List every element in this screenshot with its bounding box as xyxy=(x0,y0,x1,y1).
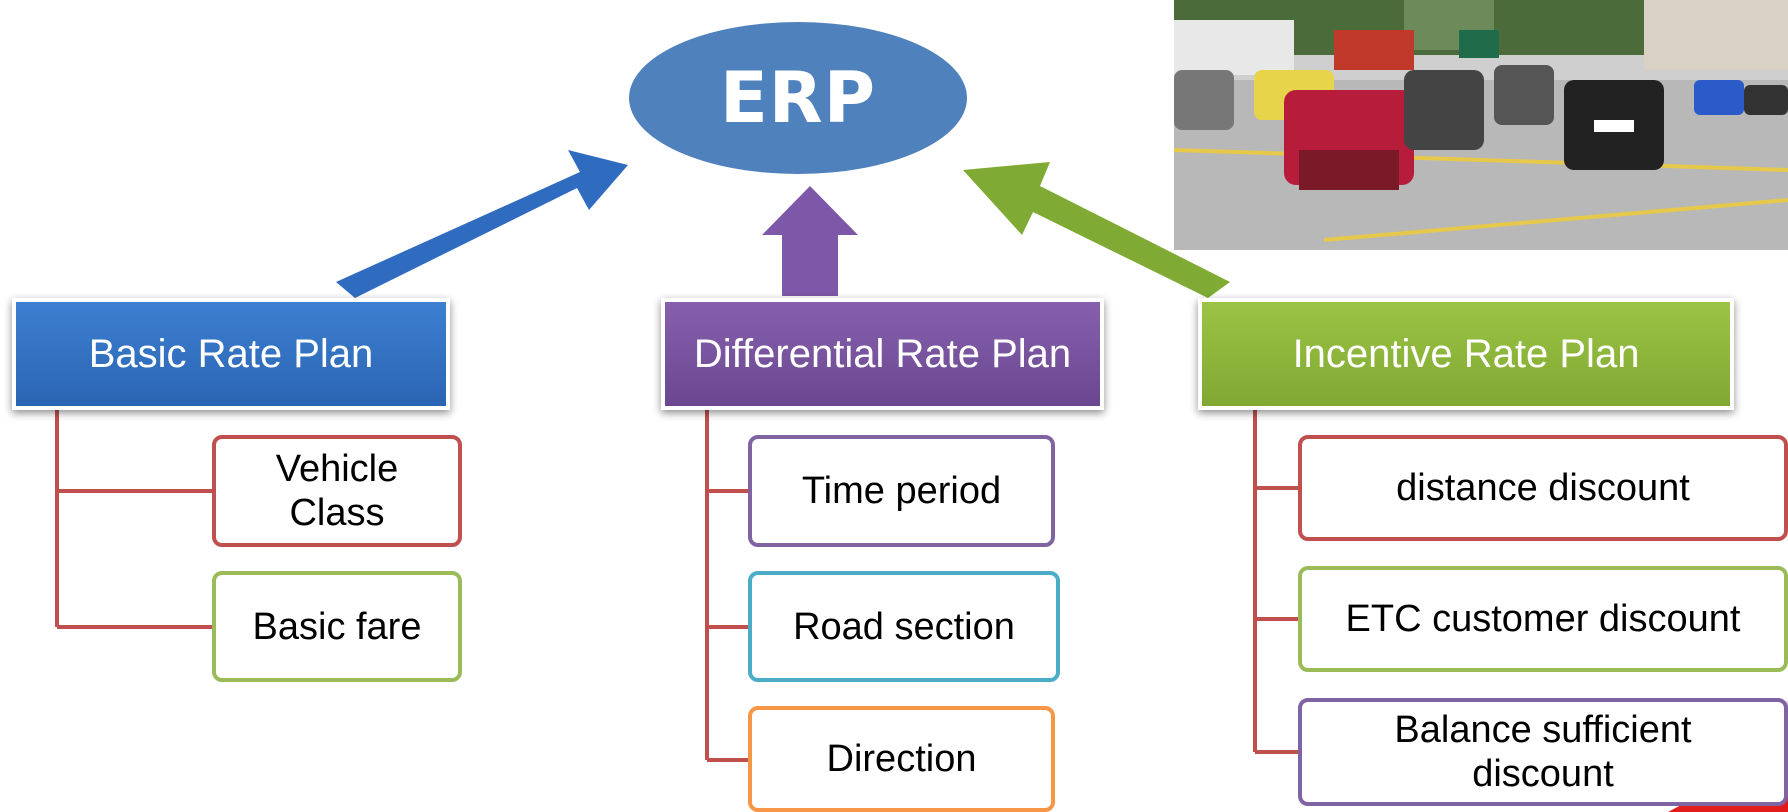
differential-rate-plan-box: Differential Rate Plan xyxy=(661,298,1104,410)
basic-rate-plan-box: Basic Rate Plan xyxy=(12,298,450,410)
item-time-period: Time period xyxy=(748,435,1055,547)
differential-tree-lines xyxy=(705,410,748,762)
item-distance-discount-label: distance discount xyxy=(1396,467,1690,509)
item-basic-fare-label: Basic fare xyxy=(252,605,422,648)
item-time-period-label: Time period xyxy=(801,470,1002,512)
item-vehicle-class: Vehicle Class xyxy=(212,435,462,547)
incentive-tree-lines xyxy=(1253,410,1298,754)
item-road-section-label: Road section xyxy=(793,605,1015,648)
arrow-basic-to-erp xyxy=(336,150,628,298)
traffic-photo-illustration xyxy=(1174,0,1788,250)
item-balance-sufficient-discount: Balance sufficient discount xyxy=(1298,698,1788,806)
item-road-section: Road section xyxy=(748,571,1060,682)
basic-tree-lines xyxy=(55,410,212,629)
item-basic-fare: Basic fare xyxy=(212,571,462,682)
arrow-incentive-to-erp xyxy=(963,162,1230,298)
erp-node: ERP xyxy=(629,22,967,174)
incentive-rate-plan-box: Incentive Rate Plan xyxy=(1198,298,1734,410)
item-direction-label: Direction xyxy=(826,738,977,780)
item-vehicle-class-label: Vehicle Class xyxy=(275,448,399,534)
item-distance-discount: distance discount xyxy=(1298,435,1788,541)
traffic-photo xyxy=(1174,0,1788,250)
item-etc-customer-discount-label: ETC customer discount xyxy=(1345,598,1741,640)
arrow-differential-to-erp xyxy=(762,186,858,296)
item-etc-customer-discount: ETC customer discount xyxy=(1298,566,1788,672)
item-direction: Direction xyxy=(748,706,1055,812)
item-balance-sufficient-discount-label: Balance sufficient discount xyxy=(1394,709,1692,795)
